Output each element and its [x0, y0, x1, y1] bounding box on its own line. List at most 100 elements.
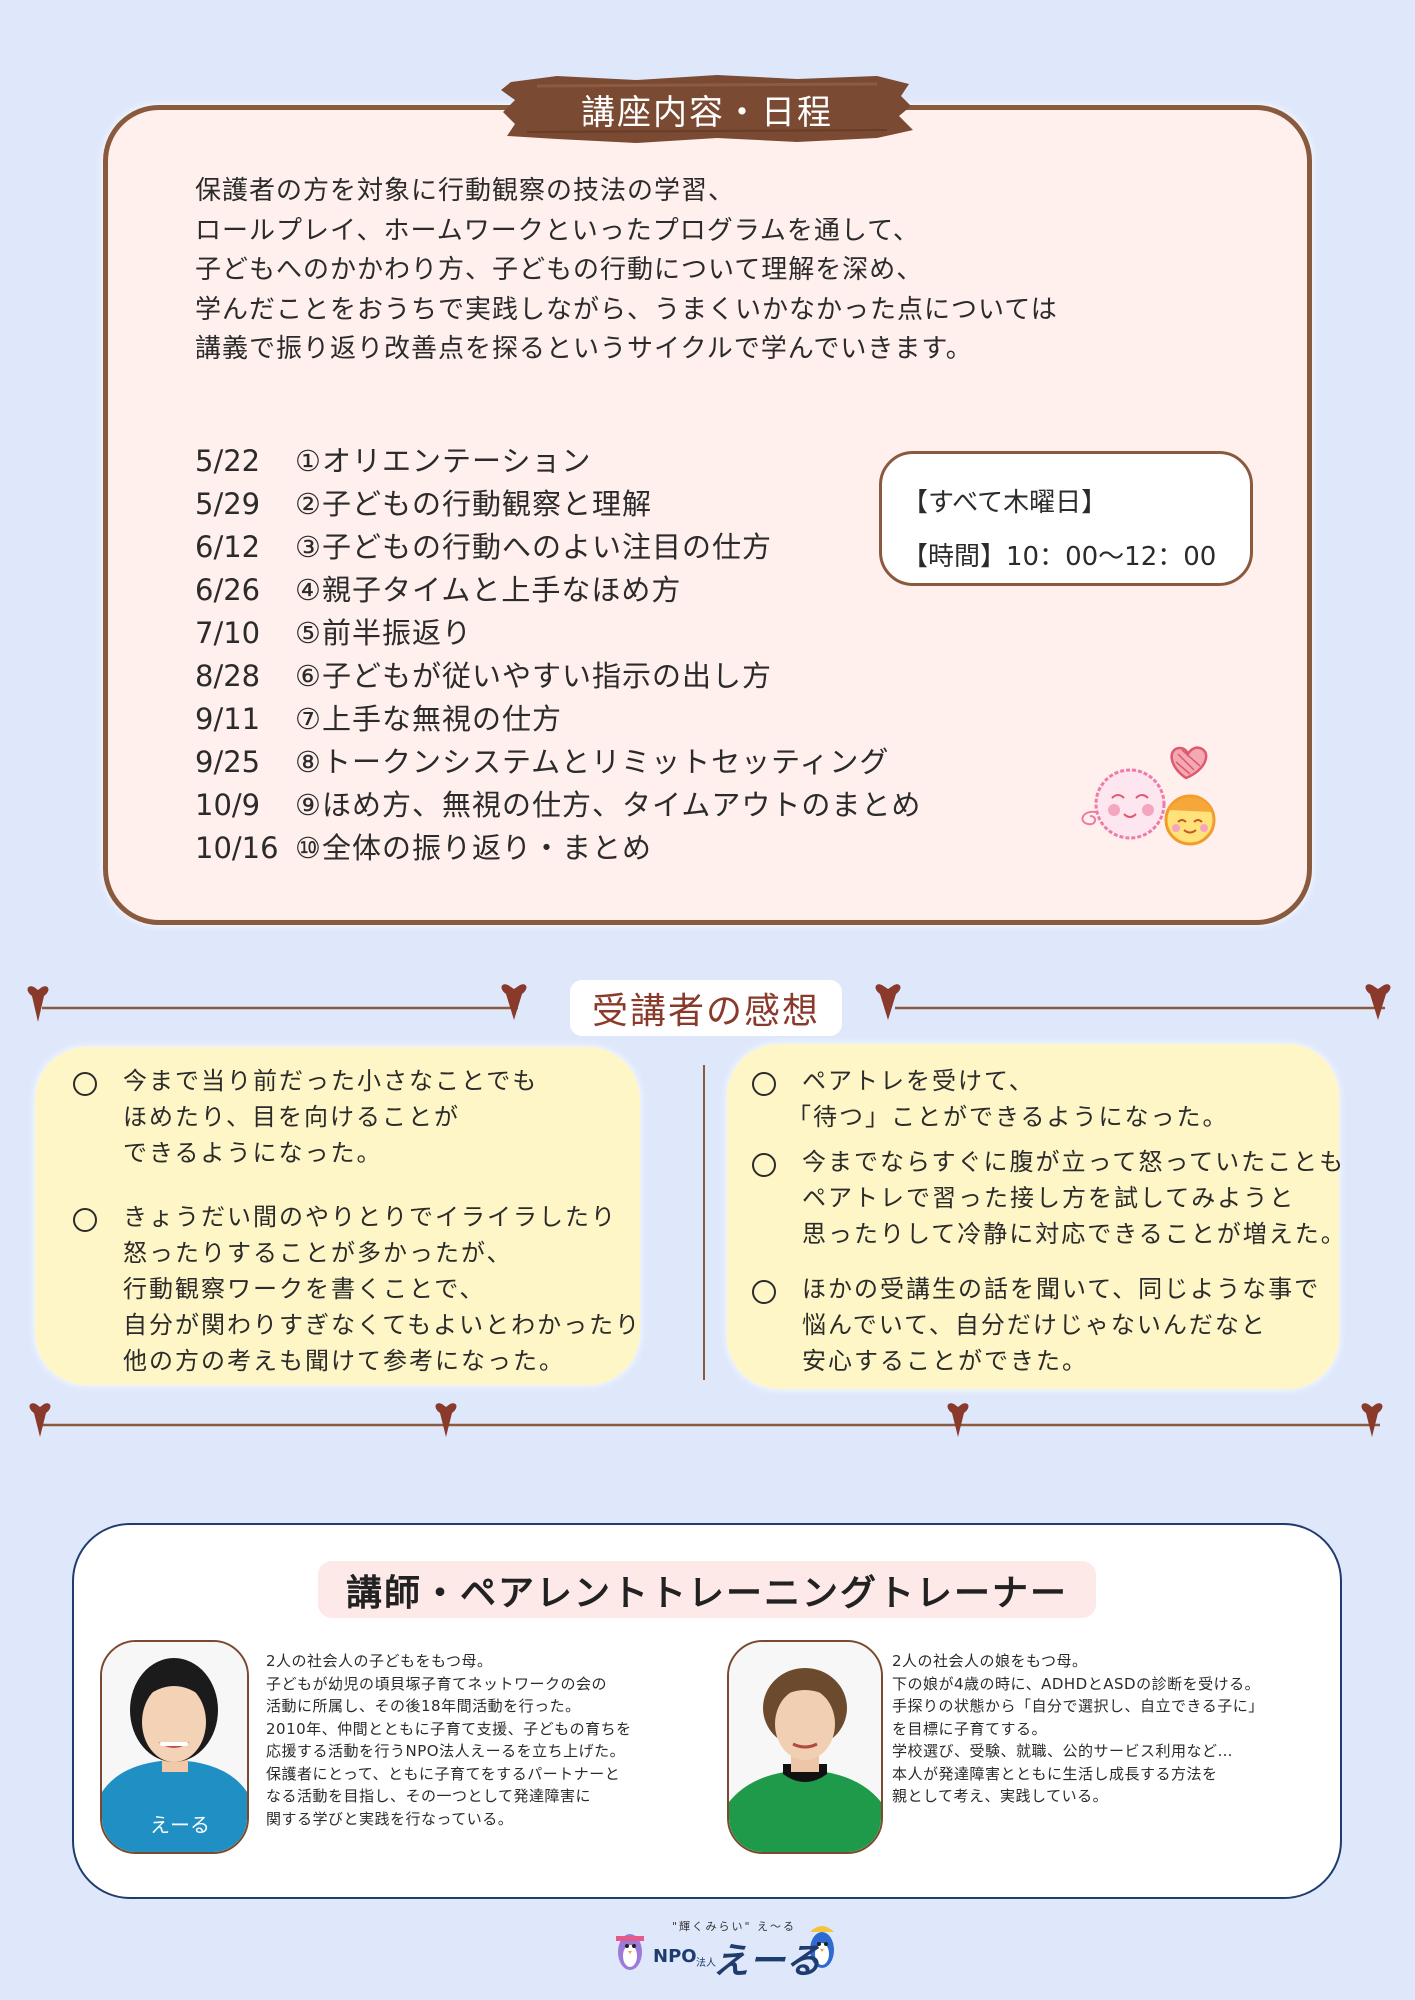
- day-note: 【すべて木曜日】: [902, 488, 1108, 518]
- bio-line: 親として考え、実践している。: [892, 1787, 1109, 1805]
- penguin-mascot-left-icon: [616, 1934, 644, 1970]
- heart-marker-icon: [1365, 984, 1391, 1020]
- schedule-date: 6/26: [195, 573, 261, 607]
- bio-line: 本人が発達障害とともに生活し成長する方法を: [892, 1764, 1218, 1783]
- schedule-topic: ⑥子どもが従いやすい指示の出し方: [295, 659, 772, 693]
- feedback-item: ペアトレを受けて、 「待つ」ことができるようになった。: [787, 1063, 1229, 1135]
- instructor-photo-1: えーる: [100, 1640, 249, 1854]
- heart-marker-icon: [875, 984, 901, 1020]
- instructor-heading: 講師・ペアレントトレーニングトレーナー: [318, 1561, 1096, 1618]
- instructor-portrait-1: えーる: [102, 1642, 247, 1852]
- bio-line: 2人の社会人の娘をもつ母。: [892, 1652, 1088, 1670]
- schedule-date: 7/10: [195, 616, 261, 650]
- feedback-line: 思ったりして冷静に対応できることが増えた。: [802, 1220, 1347, 1248]
- bio-line: 手探りの状態から「自分で選択し、自立できる子に」: [892, 1697, 1264, 1715]
- instructor-bio-2: 2人の社会人の娘をもつ母。 下の娘が4歳の時に、ADHDとASDの診断を受ける。…: [892, 1650, 1264, 1808]
- feedback-item: 今までならすぐに腹が立って怒っていたことも ペアトレで習った接し方を試してみよう…: [802, 1144, 1347, 1252]
- schedule-row: 7/10 ⑤前半振返り: [195, 612, 975, 655]
- circle-bullet-icon: [73, 1072, 97, 1096]
- schedule-date: 9/25: [195, 745, 261, 779]
- time-note: 【時間】10：00～12：00: [902, 542, 1217, 572]
- feedback-heading: 受講者の感想: [570, 980, 842, 1036]
- circle-bullet-icon: [73, 1208, 97, 1232]
- heart-marker-icon: [27, 986, 49, 1022]
- feedback-item: きょうだい間のやりとりでイライラしたり 怒ったりすることが多かったが、 行動観察…: [123, 1199, 641, 1379]
- feedback-separator: [703, 1065, 705, 1380]
- brush-banner-shape: [501, 75, 913, 143]
- bio-line: 下の娘が4歳の時に、ADHDとASDの診断を受ける。: [892, 1674, 1261, 1693]
- bio-line: 関する学びと実践を行なっている。: [266, 1809, 514, 1828]
- schedule-topic: ①オリエンテーション: [295, 444, 592, 478]
- bio-line: 活動に所属し、その後18年間活動を行った。: [266, 1697, 581, 1715]
- bio-line: を目標に子育てする。: [892, 1719, 1048, 1738]
- schedule-row: 10/16 ⑩全体の振り返り・まとめ: [195, 827, 975, 870]
- feedback-line: 悩んでいて、自分だけじゃないんだなと: [802, 1311, 1267, 1339]
- logo-tagline: "輝くみらい" え～る: [672, 1920, 797, 1933]
- instructor-bio-1: 2人の社会人の子どもをもつ母。 子どもが幼児の頃貝塚子育てネットワークの会の 活…: [266, 1650, 632, 1830]
- feedback-line: ほめたり、目を向けることが: [123, 1103, 461, 1131]
- schedule-date: 9/11: [195, 702, 261, 736]
- schedule-date: 6/12: [195, 530, 261, 564]
- pink-face-icon: [1094, 768, 1166, 840]
- feedback-line: 今までならすぐに腹が立って怒っていたことも: [802, 1148, 1346, 1176]
- intro-line: 子どもへのかかわり方、子どもの行動について理解を深め、: [195, 255, 924, 285]
- course-intro: 保護者の方を対象に行動観察の技法の学習、 ロールプレイ、ホームワークといったプロ…: [195, 172, 1195, 370]
- heart-marker-icon: [501, 984, 527, 1020]
- feedback-line: ほかの受講生の話を聞いて、同じような事で: [802, 1275, 1321, 1303]
- course-title: 講座内容・日程: [581, 92, 833, 133]
- feedback-line: きょうだい間のやりとりでイライラしたり: [123, 1203, 617, 1231]
- instructor-portrait-2: [729, 1642, 881, 1852]
- circle-bullet-icon: [752, 1280, 776, 1304]
- logo-npo: NPO: [653, 1946, 697, 1967]
- heart-marker-icon: [947, 1403, 969, 1437]
- logo-name: えーる: [713, 1941, 822, 1982]
- schedule-topic: ⑦上手な無視の仕方: [295, 702, 562, 736]
- feedback-item: 今まで当り前だった小さなことでも ほめたり、目を向けることが できるようになった…: [123, 1063, 538, 1171]
- intro-line: 学んだことをおうちで実践しながら、うまくいかなかった点については: [195, 294, 1058, 325]
- schedule-topic: ③子どもの行動へのよい注目の仕方: [295, 530, 772, 564]
- bio-line: 子どもが幼児の頃貝塚子育てネットワークの会の: [266, 1674, 608, 1693]
- schedule-date: 10/16: [195, 831, 279, 865]
- bio-line: 学校選び、受験、就職、公的サービス利用など…: [892, 1742, 1234, 1760]
- logo-houjin: 法人: [696, 1958, 716, 1969]
- bio-line: 保護者にとって、ともに子育てをするパートナーと: [266, 1764, 621, 1783]
- shirt-print: えーる: [150, 1813, 210, 1837]
- schedule-topic: ②子どもの行動観察と理解: [295, 487, 652, 521]
- feedback-line: 自分が関わりすぎなくてもよいとわかったり: [123, 1311, 642, 1339]
- feedback-line: 「待つ」ことができるようになった。: [787, 1103, 1229, 1131]
- bio-line: 2010年、仲間とともに子育て支援、子どもの育ちを: [266, 1719, 632, 1738]
- schedule-topic: ⑨ほめ方、無視の仕方、タイムアウトのまとめ: [295, 788, 922, 822]
- feedback-line: 安心することができた。: [802, 1347, 1088, 1375]
- npo-logo-mascots: [616, 1926, 834, 1970]
- schedule-time-box: 【すべて木曜日】 【時間】10：00～12：00: [879, 451, 1253, 586]
- feedback-line: 今まで当り前だった小さなことでも: [123, 1067, 539, 1095]
- intro-line: 講義で振り返り改善点を探るというサイクルで学んでいきます。: [195, 334, 973, 364]
- schedule-topic: ⑤前半振返り: [295, 616, 472, 650]
- heart-marker-icon: [29, 1403, 51, 1437]
- feedback-line: できるようになった。: [123, 1139, 383, 1167]
- schedule-topic: ⑩全体の振り返り・まとめ: [295, 831, 652, 865]
- feedback-line: 行動観察ワークを書くことで、: [123, 1275, 486, 1303]
- intro-line: ロールプレイ、ホームワークといったプログラムを通して、: [195, 215, 920, 246]
- circle-bullet-icon: [752, 1072, 776, 1096]
- feedback-item: ほかの受講生の話を聞いて、同じような事で 悩んでいて、自分だけじゃないんだなと …: [802, 1271, 1320, 1379]
- smiley-faces-illustration: [1081, 746, 1216, 846]
- heart-dividers: [27, 984, 1391, 1437]
- bio-line: 応援する活動を行うNPO法人えーるを立ち上げた。: [266, 1742, 626, 1760]
- feedback-line: 怒ったりすることが多かったが、: [123, 1239, 513, 1267]
- circle-bullet-icon: [752, 1153, 776, 1177]
- schedule-row: 9/11 ⑦上手な無視の仕方: [195, 698, 975, 741]
- schedule-row: 8/28 ⑥子どもが従いやすい指示の出し方: [195, 655, 975, 698]
- instructor-photo-2: [727, 1640, 883, 1854]
- intro-line: 保護者の方を対象に行動観察の技法の学習、: [195, 176, 736, 206]
- schedule-date: 8/28: [195, 659, 261, 693]
- heart-marker-icon: [435, 1403, 457, 1437]
- schedule-row: 6/12 ③子どもの行動へのよい注目の仕方: [195, 526, 975, 569]
- bio-line: なる活動を目指し、その一つとして発達障害に: [266, 1787, 592, 1805]
- feedback-line: ペアトレで習った接し方を試してみようと: [802, 1184, 1296, 1212]
